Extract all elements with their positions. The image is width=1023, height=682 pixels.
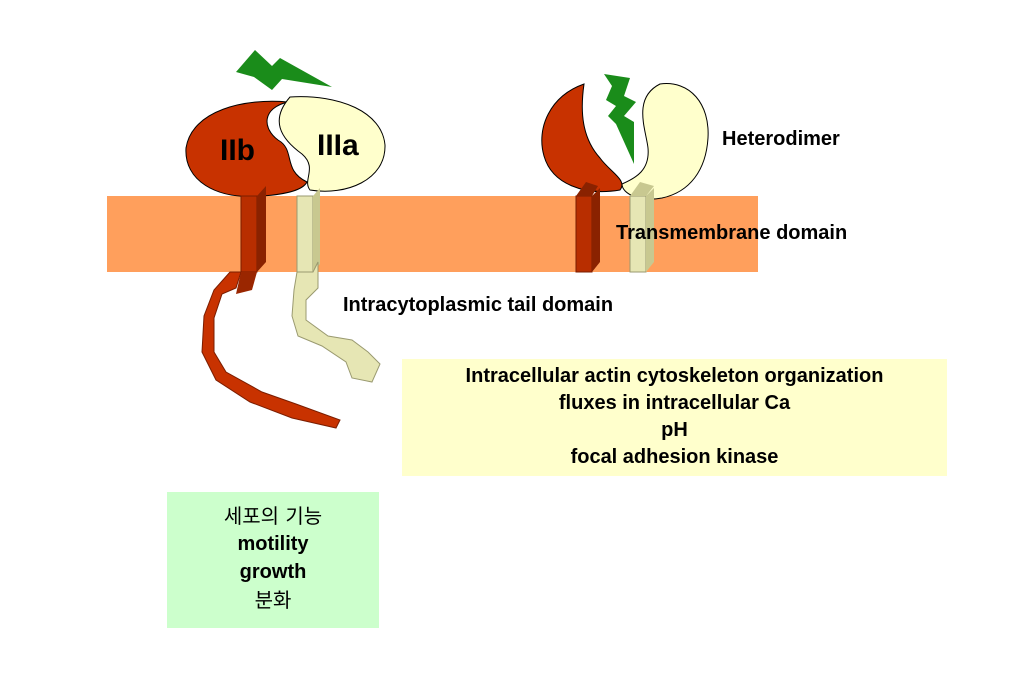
tail-label: Intracytoplasmic tail domain xyxy=(343,294,614,316)
signaling-effects-box: Intracellular actin cytoskeleton organiz… xyxy=(402,359,947,476)
signaling-line: Intracellular actin cytoskeleton organiz… xyxy=(465,365,884,387)
iib-tail xyxy=(201,271,341,429)
iiia-head-activated xyxy=(621,83,709,200)
transmembrane-label: Transmembrane domain xyxy=(616,222,848,244)
iiia-head xyxy=(278,96,386,192)
iib-head-activated xyxy=(541,83,623,192)
signaling-line: fluxes in intracellular Ca xyxy=(558,392,791,414)
cellular-function-line: motility xyxy=(237,533,309,555)
lightning-icon-activated xyxy=(604,74,636,164)
heterodimer-label: Heterodimer xyxy=(722,128,840,150)
cellular-function-box: 세포의 기능 motility growth 분화 xyxy=(167,492,379,628)
iib-transmembrane-activated xyxy=(575,195,593,273)
lightning-icon xyxy=(236,50,332,90)
subunit-b-label: IIb xyxy=(220,134,255,167)
subunit-a-label: IIIa xyxy=(317,129,359,162)
cellular-function-line: 분화 xyxy=(254,588,292,612)
iib-head xyxy=(185,100,308,198)
signaling-line: pH xyxy=(661,419,688,441)
cellular-function-line: growth xyxy=(239,561,307,583)
cellular-function-line: 세포의 기능 xyxy=(223,504,323,528)
signaling-line: focal adhesion kinase xyxy=(570,446,779,468)
iib-transmembrane xyxy=(240,195,258,273)
iiia-tail xyxy=(291,261,381,383)
iiia-transmembrane xyxy=(296,195,314,273)
